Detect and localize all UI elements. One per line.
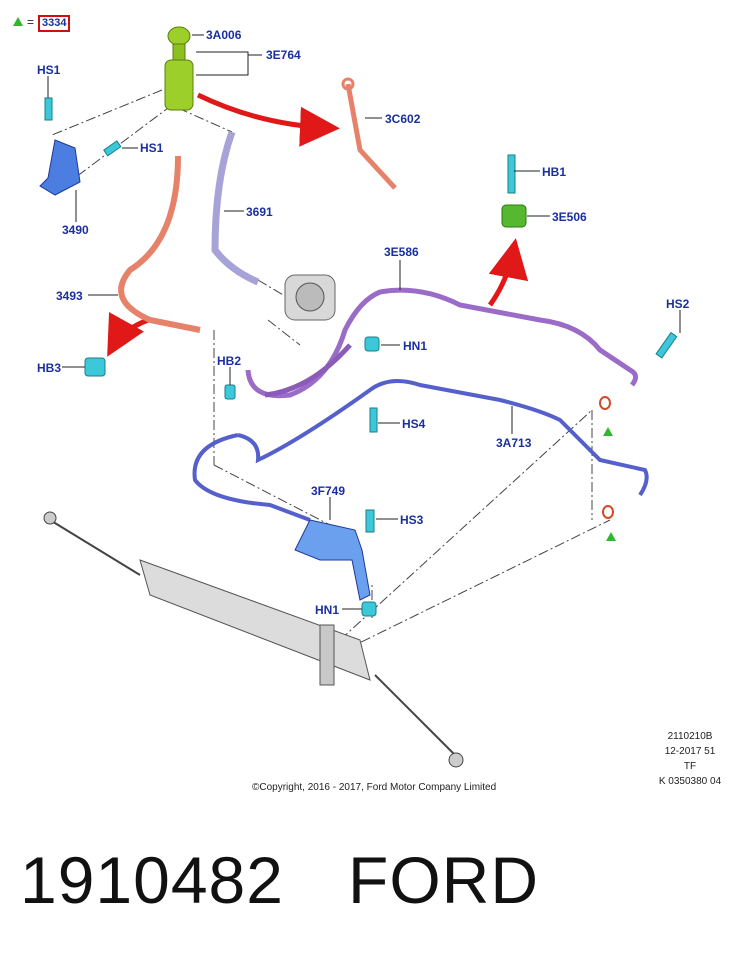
label-hs4: HS4 — [402, 417, 426, 431]
legend-code-box: 3334 — [38, 15, 71, 32]
code-line: 12-2017 51 — [664, 746, 716, 757]
label-3a713: 3A713 — [496, 436, 532, 450]
label-3a006: 3A006 — [206, 28, 242, 42]
code-line: K 0350380 04 — [658, 776, 722, 787]
legend-equals: = — [27, 15, 35, 29]
bracket-3f749 — [294, 519, 371, 601]
hose-3c602 — [345, 83, 397, 190]
assembly-lines — [51, 89, 611, 651]
label-3691: 3691 — [246, 205, 273, 219]
line-3a713 — [237, 379, 649, 497]
label-3e764: 3E764 — [266, 48, 301, 62]
label-hb3: HB3 — [37, 361, 61, 375]
label-hb1: HB1 — [542, 165, 566, 179]
label-3c602: 3C602 — [385, 112, 421, 126]
label-hs3: HS3 — [400, 513, 424, 527]
copyright-text: ©Copyright, 2016 - 2017, Ford Motor Comp… — [252, 782, 497, 793]
steering-rack — [43, 511, 464, 768]
label-hs2: HS2 — [666, 297, 690, 311]
label-hs1-mid: HS1 — [140, 141, 164, 155]
red-arrows — [107, 92, 529, 357]
label-3e586: 3E586 — [384, 245, 419, 259]
green-triangle-marker-icon — [603, 427, 613, 436]
hose-3493 — [118, 155, 201, 333]
label-hb2: HB2 — [217, 354, 241, 368]
code-line: 2110210B — [667, 731, 713, 742]
bracket-3490 — [39, 139, 81, 196]
reservoir — [164, 26, 194, 111]
brand-name: FORD — [348, 843, 539, 917]
hose-3691 — [211, 130, 260, 286]
part-number: 1910482 — [20, 843, 284, 917]
illustration-code-block: 2110210B 12-2017 51 TF K 0350380 04 — [650, 729, 730, 789]
code-line: TF — [683, 761, 697, 772]
green-triangle-marker-icon — [606, 532, 616, 541]
label-3e506: 3E506 — [552, 210, 587, 224]
fasteners — [44, 97, 678, 617]
label-hn1-bot: HN1 — [315, 603, 339, 617]
label-3f749: 3F749 — [311, 484, 345, 498]
label-hn1-top: HN1 — [403, 339, 427, 353]
label-3493: 3493 — [56, 289, 83, 303]
hose-3e586 — [245, 287, 638, 399]
label-hs1-top: HS1 — [37, 63, 61, 77]
green-triangle-marker-icon — [13, 17, 23, 26]
label-3490: 3490 — [62, 223, 89, 237]
steering-hoses-diagram: 3A006 3E764 HS1 HS1 3C602 3691 3490 HB1 … — [37, 26, 690, 768]
pump — [284, 274, 336, 321]
